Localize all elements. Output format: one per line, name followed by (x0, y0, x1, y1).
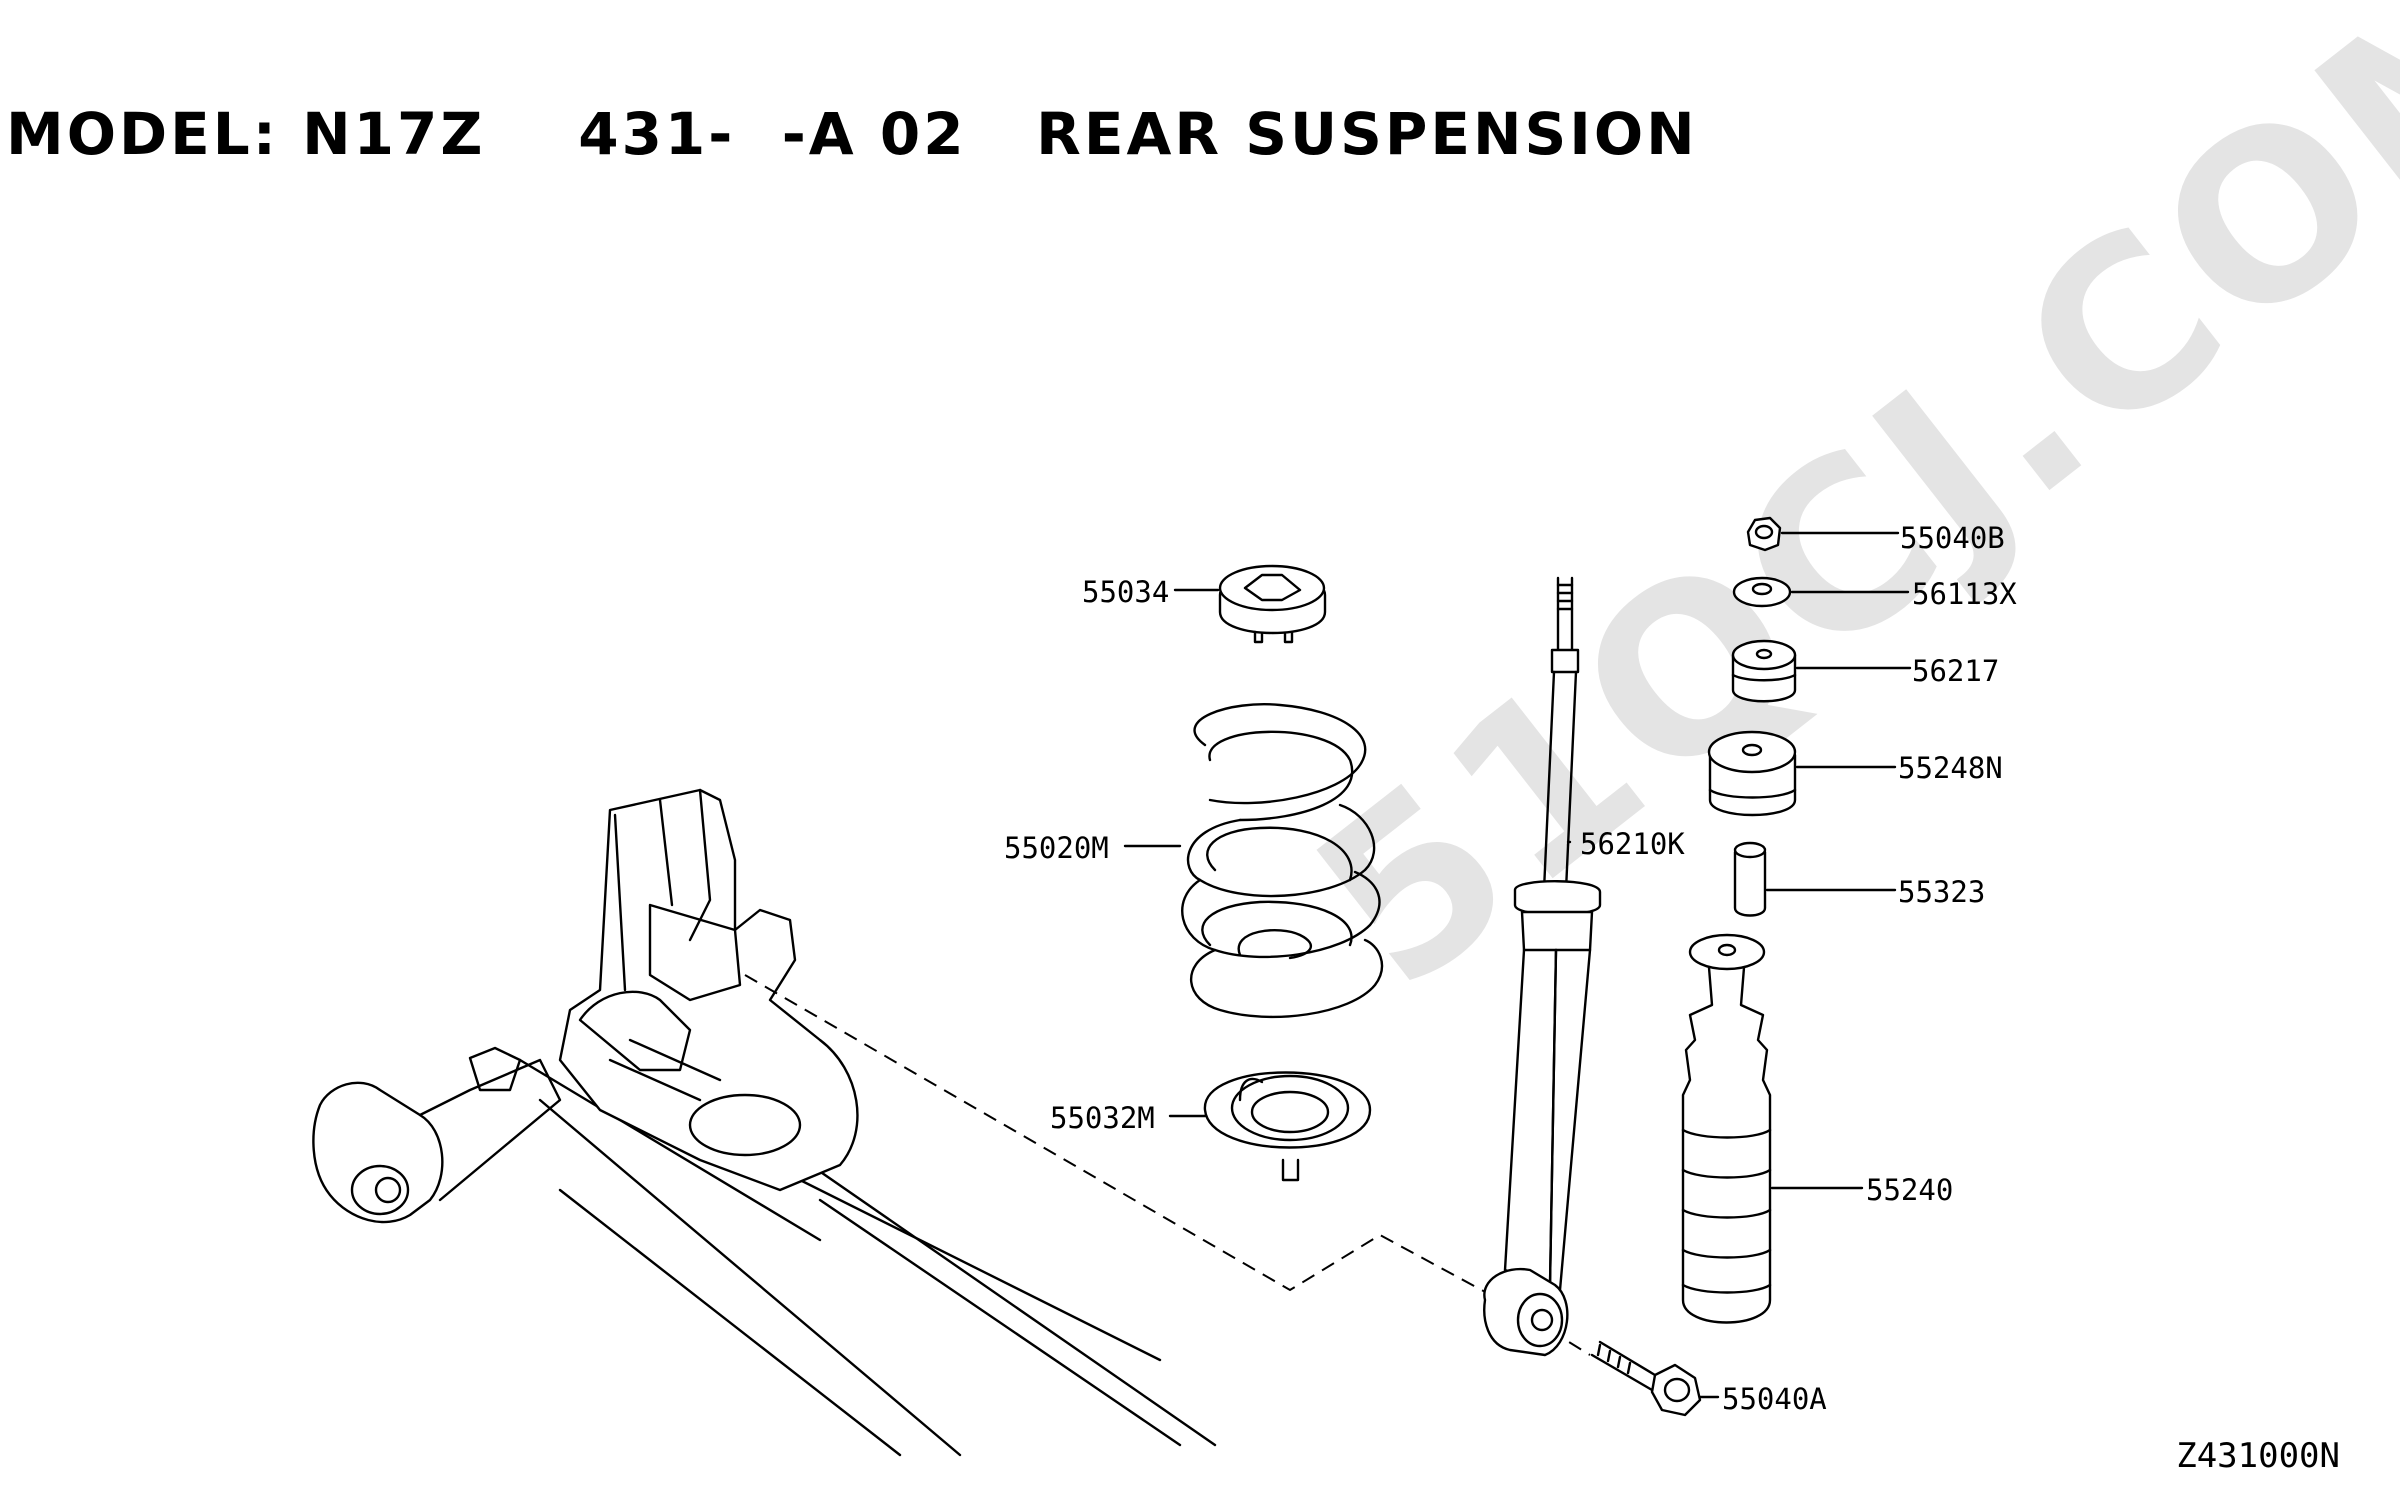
spacer (1733, 841, 1767, 917)
callout-55020M: 55020M (1004, 831, 1109, 865)
callout-55240: 55240 (1866, 1173, 1954, 1207)
rear-axle-beam (312, 788, 1217, 1457)
bolt (1590, 1340, 1702, 1417)
upper-spring-seat (1218, 564, 1327, 644)
drawing-code: Z431000N (2176, 1436, 2340, 1476)
callout-55040B: 55040B (1900, 521, 2005, 555)
mount (1707, 730, 1797, 817)
bushing (1731, 639, 1797, 703)
leader-lines (1123, 531, 1912, 1399)
callout-55034: 55034 (1082, 575, 1170, 609)
shock-absorber (1483, 576, 1602, 1357)
lower-spring-seat (1203, 1071, 1372, 1182)
callout-55040A: 55040A (1722, 1382, 1827, 1416)
diagram-title: MODEL: N17Z 431- -A 02 REAR SUSPENSION (6, 100, 1698, 168)
nut (1746, 516, 1782, 552)
coil-spring (1181, 703, 1384, 1019)
callout-55323: 55323 (1898, 875, 1986, 909)
callout-56210K: 56210K (1580, 827, 1685, 861)
bump-stop-boot (1681, 933, 1772, 1324)
callout-55032M: 55032M (1050, 1101, 1155, 1135)
callout-56217: 56217 (1912, 654, 2000, 688)
callout-56113X: 56113X (1912, 577, 2017, 611)
assembly-dash-line (744, 974, 1501, 1301)
washer (1732, 576, 1792, 608)
callout-55248N: 55248N (1898, 751, 2003, 785)
